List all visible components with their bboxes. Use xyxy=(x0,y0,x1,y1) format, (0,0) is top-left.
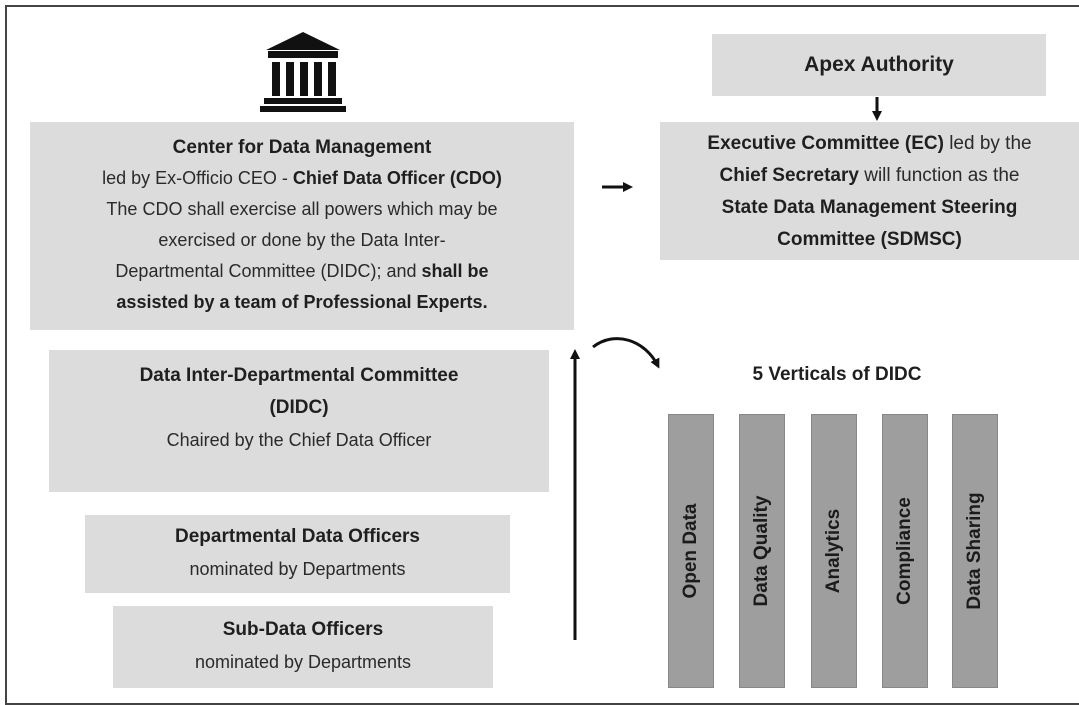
sub-data-officers-box: Sub-Data Officers nominated by Departmen… xyxy=(113,606,493,688)
curved-arrow-to-verticals xyxy=(592,337,660,369)
vertical-open-data: Open Data xyxy=(668,414,714,688)
connector-arrows xyxy=(570,97,882,640)
ec-line-3: State Data Management Steering xyxy=(721,197,1018,218)
verticals-heading: 5 Verticals of DIDC xyxy=(752,364,922,385)
didc-acronym: (DIDC) xyxy=(269,397,329,418)
ddo-title: Departmental Data Officers xyxy=(175,526,420,547)
executive-committee-box: Executive Committee (EC) led by the Chie… xyxy=(660,122,1079,260)
cdm-line-4: exercised or done by the Data Inter- xyxy=(158,230,446,250)
cdm-box: Center for Data Management led by Ex-Off… xyxy=(30,122,574,330)
cdm-line-5: Departmental Committee (DIDC); and shall… xyxy=(115,261,489,281)
vertical-compliance: Compliance xyxy=(882,414,928,688)
ec-line-2: Chief Secretary will function as the xyxy=(719,165,1020,186)
apex-authority-box: Apex Authority xyxy=(712,34,1046,96)
sdo-title: Sub-Data Officers xyxy=(222,619,384,640)
departmental-data-officers-box: Departmental Data Officers nominated by … xyxy=(85,515,510,593)
vertical-data-sharing: Data Sharing xyxy=(952,414,998,688)
cdm-line-2: led by Ex-Officio CEO - Chief Data Offic… xyxy=(102,168,502,188)
vertical-analytics: Analytics xyxy=(811,414,857,688)
didc-title: Data Inter-Departmental Committee xyxy=(139,365,459,386)
sdo-sub: nominated by Departments xyxy=(194,652,412,672)
apex-authority-label: Apex Authority xyxy=(804,53,954,76)
cdm-line-3: The CDO shall exercise all powers which … xyxy=(106,199,498,219)
ec-line-1: Executive Committee (EC) led by the xyxy=(707,133,1032,154)
vertical-data-quality: Data Quality xyxy=(739,414,785,688)
cdm-title: Center for Data Management xyxy=(172,137,432,158)
ddo-sub: nominated by Departments xyxy=(189,559,406,579)
government-building-icon xyxy=(260,32,346,112)
cdm-line-6: assisted by a team of Professional Exper… xyxy=(116,292,488,312)
didc-box: Data Inter-Departmental Committee (DIDC)… xyxy=(49,350,549,492)
ec-line-4: Committee (SDMSC) xyxy=(777,229,962,250)
didc-chair: Chaired by the Chief Data Officer xyxy=(166,430,432,450)
